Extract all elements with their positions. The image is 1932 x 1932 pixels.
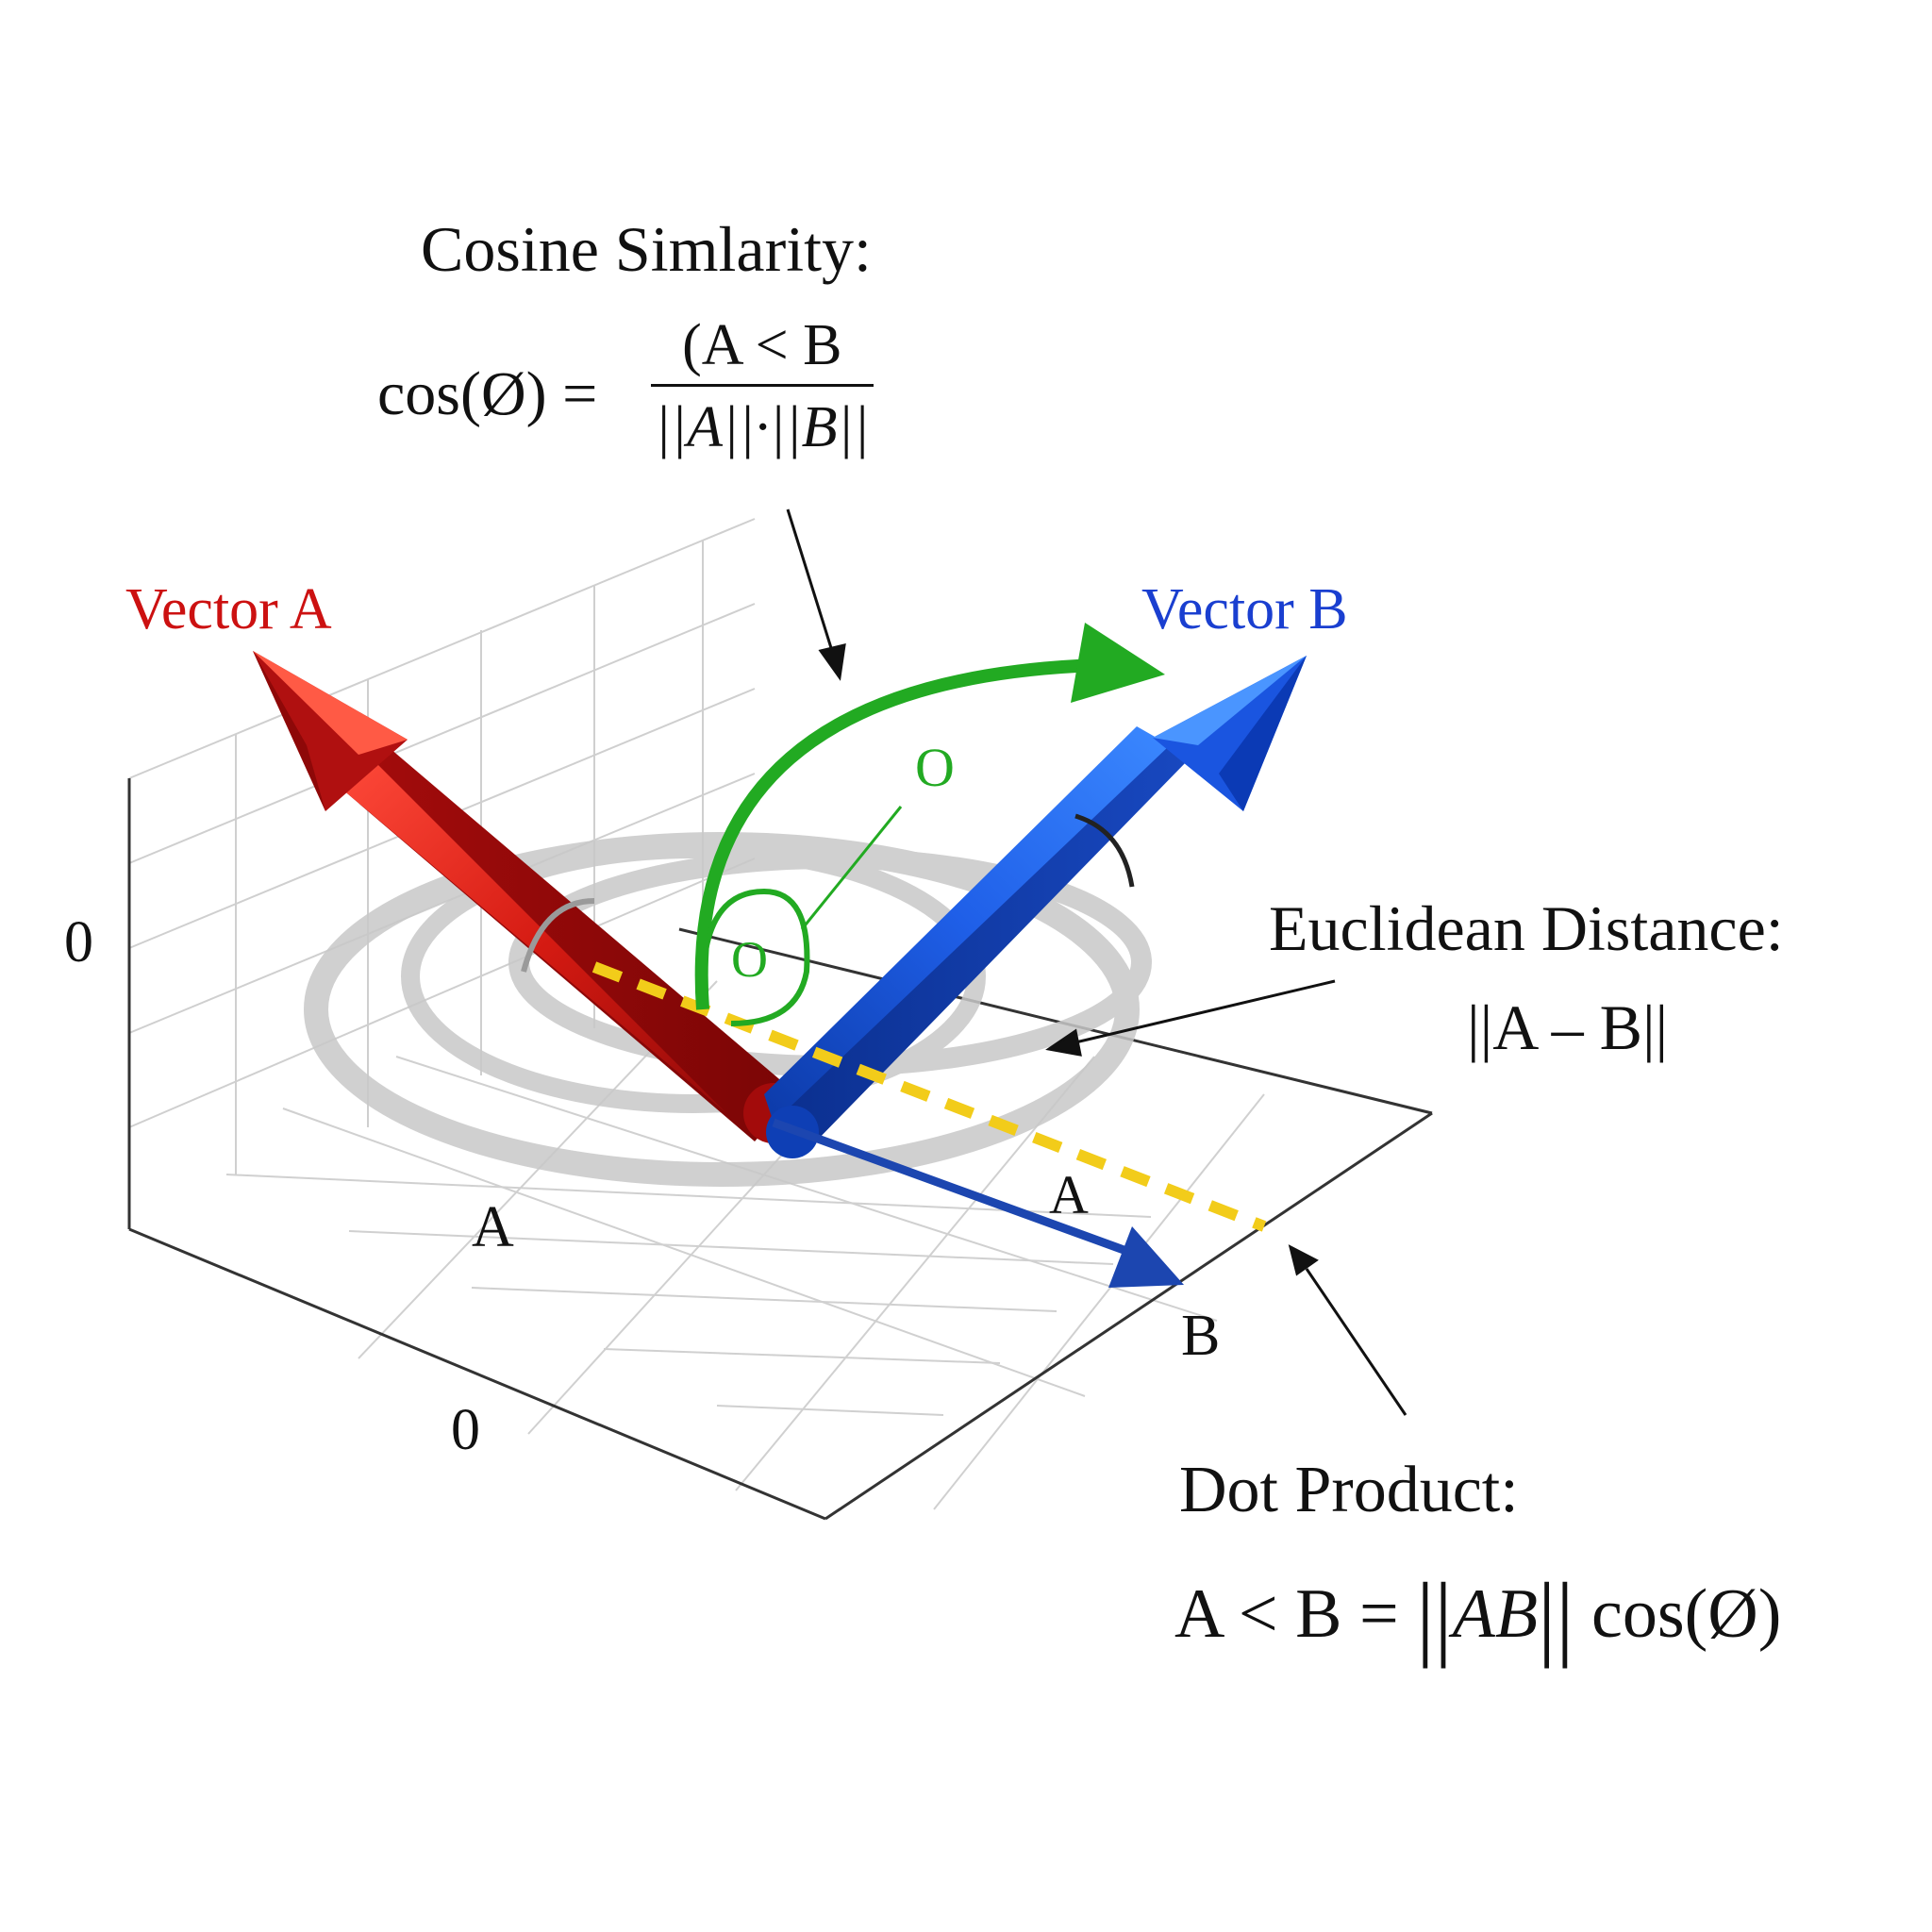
dot-product-heading: Dot Product: — [1179, 1454, 1519, 1526]
dot-product-formula: A < B = ||AB|| cos(Ø) — [1174, 1562, 1782, 1669]
cosine-formula-denominator: ||A||·||B|| — [655, 395, 870, 459]
axis-bottom-zero: 0 — [451, 1398, 480, 1462]
cosine-pointer — [786, 508, 846, 681]
dashed-projection-line — [591, 961, 1267, 1232]
vector-b-arrow — [764, 656, 1307, 1158]
fraction-bar — [651, 384, 874, 387]
projection-arrow — [772, 1118, 1184, 1288]
vector-a-label: Vector A — [125, 577, 332, 641]
vector-b-ring — [1074, 813, 1135, 888]
axis-left-zero: 0 — [64, 910, 93, 974]
euclidean-formula: ||A – B|| — [1467, 991, 1669, 1063]
angle-arc — [694, 658, 1100, 1026]
euclidean-pointer — [1045, 979, 1336, 1057]
norm-bar-right: || — [1538, 1562, 1574, 1669]
cosine-formula-fraction: (A < B ||A||·||B|| — [651, 316, 874, 457]
dot-product-lhs: A < B = — [1174, 1575, 1399, 1653]
floor-label-a-right: A — [1049, 1164, 1089, 1225]
floor-grid — [225, 928, 1430, 1510]
cosine-formula-lhs: cos(Ø) = — [377, 359, 598, 428]
floor-label-b: B — [1181, 1304, 1221, 1368]
vector-a-arrow — [253, 651, 804, 1143]
norm-bar-left: || — [1416, 1562, 1453, 1669]
cosine-formula-numerator: (A < B — [682, 313, 842, 377]
angle-inner-label: O — [731, 931, 768, 988]
dot-product-term: AB — [1452, 1575, 1539, 1653]
dot-product-pointer — [1288, 1244, 1407, 1416]
dot-product-rhs: cos(Ø) — [1591, 1575, 1782, 1653]
angle-arc-arrowhead — [1071, 623, 1165, 703]
euclidean-heading: Euclidean Distance: — [1269, 892, 1784, 964]
cosine-similarity-heading: Cosine Simlarity: — [421, 213, 872, 285]
vector-a-ring — [521, 898, 595, 973]
vector-b-label: Vector B — [1141, 577, 1348, 641]
floor-label-a-left: A — [472, 1195, 514, 1259]
angle-outer-label: O — [915, 737, 955, 798]
